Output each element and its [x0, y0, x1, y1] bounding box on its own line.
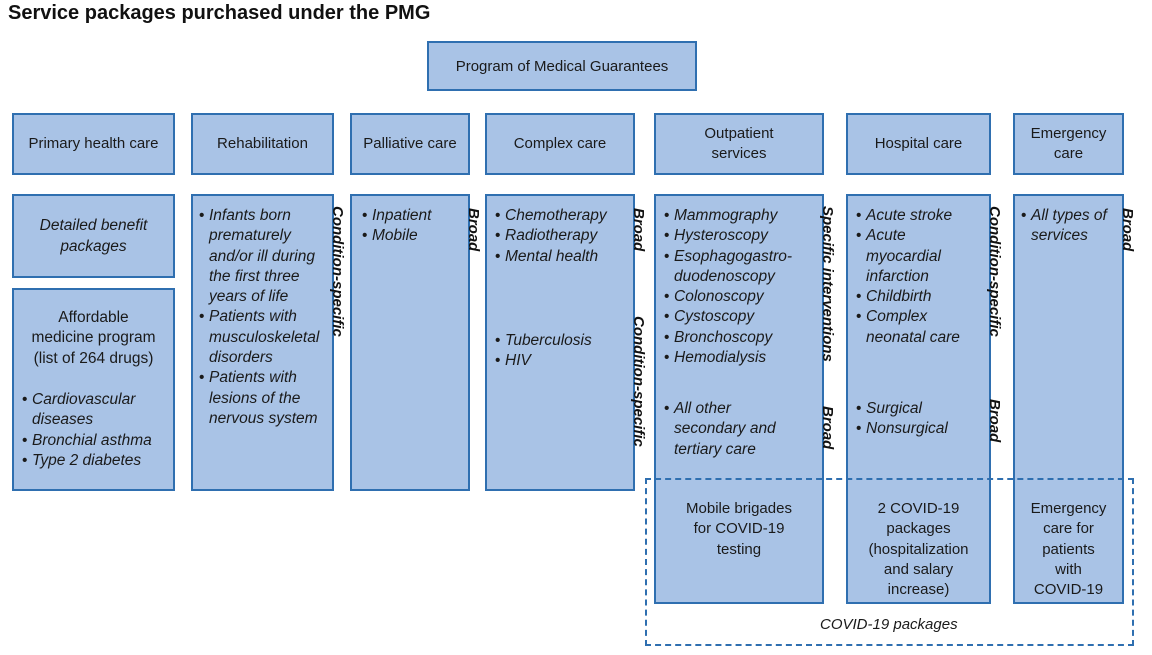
- outpatient-covid-package: Mobile brigades for COVID-19 testing: [656, 499, 822, 560]
- list-item: Acute stroke: [854, 206, 980, 227]
- list-item: Mental health: [493, 247, 617, 268]
- amp-text: Affordable medicine program (list of 264…: [14, 308, 173, 369]
- rehab-scope-label: Condition-specific: [329, 206, 346, 337]
- list-item: Acute myocardial infarction: [854, 226, 980, 287]
- header-outpatient-services: Outpatient services: [654, 113, 824, 175]
- amp-line3: (list of 264 drugs): [33, 349, 154, 367]
- list-item: HIV: [493, 351, 617, 372]
- amp-line2: medicine program: [31, 329, 156, 347]
- palliative-detail-box: Inpatient Mobile Broad: [350, 194, 482, 491]
- root-label: Program of Medical Guarantees: [455, 57, 669, 75]
- rehab-list: Infants born prematurely and/or ill duri…: [197, 206, 321, 429]
- covid-line: Emergency: [1030, 500, 1107, 517]
- list-item: Patients with lesions of the nervous sys…: [197, 368, 321, 429]
- list-item: All types of services: [1019, 206, 1117, 247]
- header-label: Primary health care: [28, 135, 159, 152]
- hospital-list-a: Acute stroke Acute myocardial infarction…: [854, 206, 980, 348]
- covid-line: COVID-19: [1033, 581, 1104, 599]
- palliative-scope-label: Broad: [465, 208, 482, 252]
- hospital-detail-box: Acute stroke Acute myocardial infarction…: [846, 194, 1003, 604]
- header-label: Palliative care: [363, 135, 457, 152]
- list-item: Esophagogastro-duodenoscopy: [662, 247, 806, 288]
- hospital-scope-label-b: Broad: [986, 399, 1003, 443]
- emergency-list: All types of services: [1019, 206, 1117, 247]
- box-line2: packages: [60, 238, 127, 255]
- list-item: Nonsurgical: [854, 419, 980, 440]
- hospital-covid-package: 2 COVID-19 packages (hospitalization and…: [848, 499, 989, 600]
- header-label-line1: Outpatient: [704, 125, 774, 142]
- outpatient-list-b: All other secondary and tertiary care: [662, 399, 786, 460]
- complex-list-a: Chemotherapy Radiotherapy Mental health: [493, 206, 617, 267]
- header-palliative-care: Palliative care: [350, 113, 470, 175]
- header-label-line1: Emergency: [1030, 125, 1107, 142]
- hospital-scope-label-a: Condition-specific: [986, 206, 1003, 337]
- covid-line: 2 COVID-19: [877, 500, 960, 517]
- header-complex-care: Complex care: [485, 113, 635, 175]
- outpatient-scope-label-b: Broad: [819, 406, 836, 450]
- covid-line: testing: [716, 540, 762, 558]
- affordable-medicine-program-box: Affordable medicine program (list of 264…: [12, 288, 175, 491]
- list-item: Cardiovascular diseases: [20, 390, 175, 431]
- list-item: Cystoscopy: [662, 307, 806, 328]
- covid-line: Mobile brigades: [686, 500, 792, 517]
- emergency-detail-box: All types of services Broad Emergency ca…: [1013, 194, 1136, 604]
- covid-line: increase): [887, 581, 950, 599]
- root-node: Program of Medical Guarantees: [427, 41, 697, 91]
- header-rehabilitation: Rehabilitation: [191, 113, 334, 175]
- list-item: Hysteroscopy: [662, 226, 806, 247]
- list-item: Mammography: [662, 206, 806, 227]
- covid-line: patients: [1042, 540, 1095, 558]
- detailed-benefit-packages-box: Detailed benefit packages: [12, 194, 175, 278]
- header-emergency-care: Emergency care: [1013, 113, 1124, 175]
- emergency-covid-package: Emergency care for patients with COVID-1…: [1015, 499, 1122, 600]
- header-primary-health-care: Primary health care: [12, 113, 175, 175]
- complex-scope-label-b: Condition-specific: [630, 316, 647, 447]
- covid-line: for COVID-19: [693, 520, 785, 538]
- rehabilitation-detail-box: Infants born prematurely and/or ill duri…: [191, 194, 346, 491]
- header-hospital-care: Hospital care: [846, 113, 991, 175]
- complex-scope-label-a: Broad: [630, 208, 647, 252]
- header-label-line2: services: [711, 145, 767, 162]
- hospital-list-b: Surgical Nonsurgical: [854, 399, 980, 440]
- covid-packages-caption: COVID-19 packages: [820, 616, 958, 633]
- covid-line: with: [1055, 560, 1082, 578]
- list-item: Infants born prematurely and/or ill duri…: [197, 206, 321, 307]
- list-item: Bronchoscopy: [662, 328, 806, 349]
- emergency-scope-label: Broad: [1119, 208, 1136, 252]
- amp-line1: Affordable: [58, 309, 129, 326]
- diagram-title: Service packages purchased under the PMG: [8, 2, 431, 24]
- covid-line: care for: [1043, 520, 1094, 538]
- list-item: Chemotherapy: [493, 206, 617, 227]
- outpatient-scope-label-a: Specific interventions: [819, 206, 836, 362]
- complex-list-b: Tuberculosis HIV: [493, 331, 617, 372]
- list-item: Radiotherapy: [493, 226, 617, 247]
- box-line1: Detailed benefit: [39, 217, 148, 234]
- list-item: Bronchial asthma: [20, 431, 175, 452]
- list-item: Inpatient: [360, 206, 452, 227]
- palliative-list: Inpatient Mobile: [360, 206, 452, 247]
- header-label: Rehabilitation: [217, 135, 308, 152]
- outpatient-detail-box: Mammography Hysteroscopy Esophagogastro-…: [654, 194, 836, 604]
- outpatient-list-a: Mammography Hysteroscopy Esophagogastro-…: [662, 206, 806, 369]
- list-item: Type 2 diabetes: [20, 451, 175, 472]
- list-item: Complex neonatal care: [854, 307, 980, 348]
- list-item: Surgical: [854, 399, 980, 420]
- header-label: Complex care: [513, 135, 607, 152]
- list-item: Patients with musculoskeletal disorders: [197, 307, 321, 368]
- header-label-line2: care: [1053, 145, 1084, 162]
- covid-line: (hospitalization: [868, 540, 969, 558]
- list-item: All other secondary and tertiary care: [662, 399, 786, 460]
- covid-line: packages: [886, 520, 951, 538]
- list-item: Colonoscopy: [662, 287, 806, 308]
- list-item: Mobile: [360, 226, 452, 247]
- list-item: Tuberculosis: [493, 331, 617, 352]
- covid-packages-group: [645, 478, 1134, 646]
- header-label: Hospital care: [874, 135, 963, 152]
- amp-list: Cardiovascular diseases Bronchial asthma…: [20, 390, 175, 471]
- covid-line: and salary: [883, 560, 954, 578]
- list-item: Childbirth: [854, 287, 980, 308]
- list-item: Hemodialysis: [662, 348, 806, 369]
- complex-detail-box: Chemotherapy Radiotherapy Mental health …: [485, 194, 647, 491]
